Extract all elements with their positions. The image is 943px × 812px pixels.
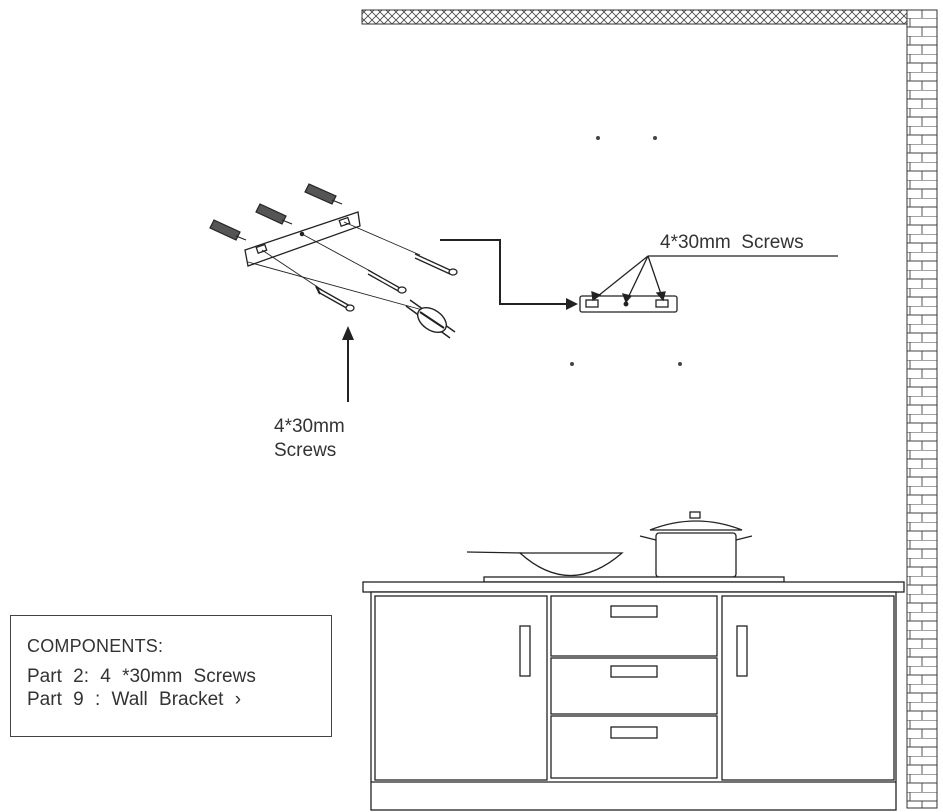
wok — [466, 551, 624, 577]
ceiling — [361, 9, 908, 25]
wall-hole — [570, 362, 574, 366]
screws — [315, 253, 458, 312]
anchor — [209, 219, 247, 241]
screwdriver — [405, 299, 456, 339]
wall-hole — [653, 136, 657, 140]
drawer-handle — [610, 726, 658, 739]
wall-hole — [678, 362, 682, 366]
screws-label-left-line2: Screws — [274, 440, 336, 461]
cabinet-door-right — [721, 595, 895, 781]
kitchen-cabinet — [370, 591, 897, 811]
drawer-bottom — [550, 715, 718, 779]
screws-label-right: 4*30mm Screws — [660, 232, 804, 253]
screws-callout-left — [342, 326, 354, 402]
screw — [367, 269, 407, 294]
placement-arrow — [440, 239, 578, 310]
cooking-pot — [639, 511, 753, 578]
wall-holes — [570, 136, 682, 366]
drawer-handle — [610, 665, 658, 678]
anchor — [304, 183, 343, 205]
wall-hole — [596, 136, 600, 140]
brick-wall — [906, 9, 938, 809]
door-handle — [519, 625, 531, 677]
assembly-guide-lines — [247, 221, 431, 313]
component-item-part-9: Part 9 : Wall Bracket › — [27, 689, 242, 710]
components-title: COMPONENTS: — [27, 636, 164, 656]
screws-label-left-line1: 4*30mm — [274, 416, 345, 437]
countertop — [362, 576, 905, 593]
door-handle — [736, 625, 748, 677]
wall-anchors — [209, 183, 343, 241]
screw — [315, 285, 355, 312]
screws-callout-right — [591, 255, 838, 304]
drawer-top — [550, 595, 718, 657]
components-box: COMPONENTS: Part 2: 4 *30mm Screws Part … — [10, 615, 332, 737]
exploded-bracket-assembly — [209, 183, 458, 339]
component-item-part-2: Part 2: 4 *30mm Screws — [27, 666, 256, 687]
screw — [414, 253, 458, 276]
cabinet-door-left — [374, 595, 548, 781]
bracket-plate-perspective — [244, 211, 361, 267]
anchor — [255, 203, 293, 225]
drawer-handle — [610, 605, 658, 618]
